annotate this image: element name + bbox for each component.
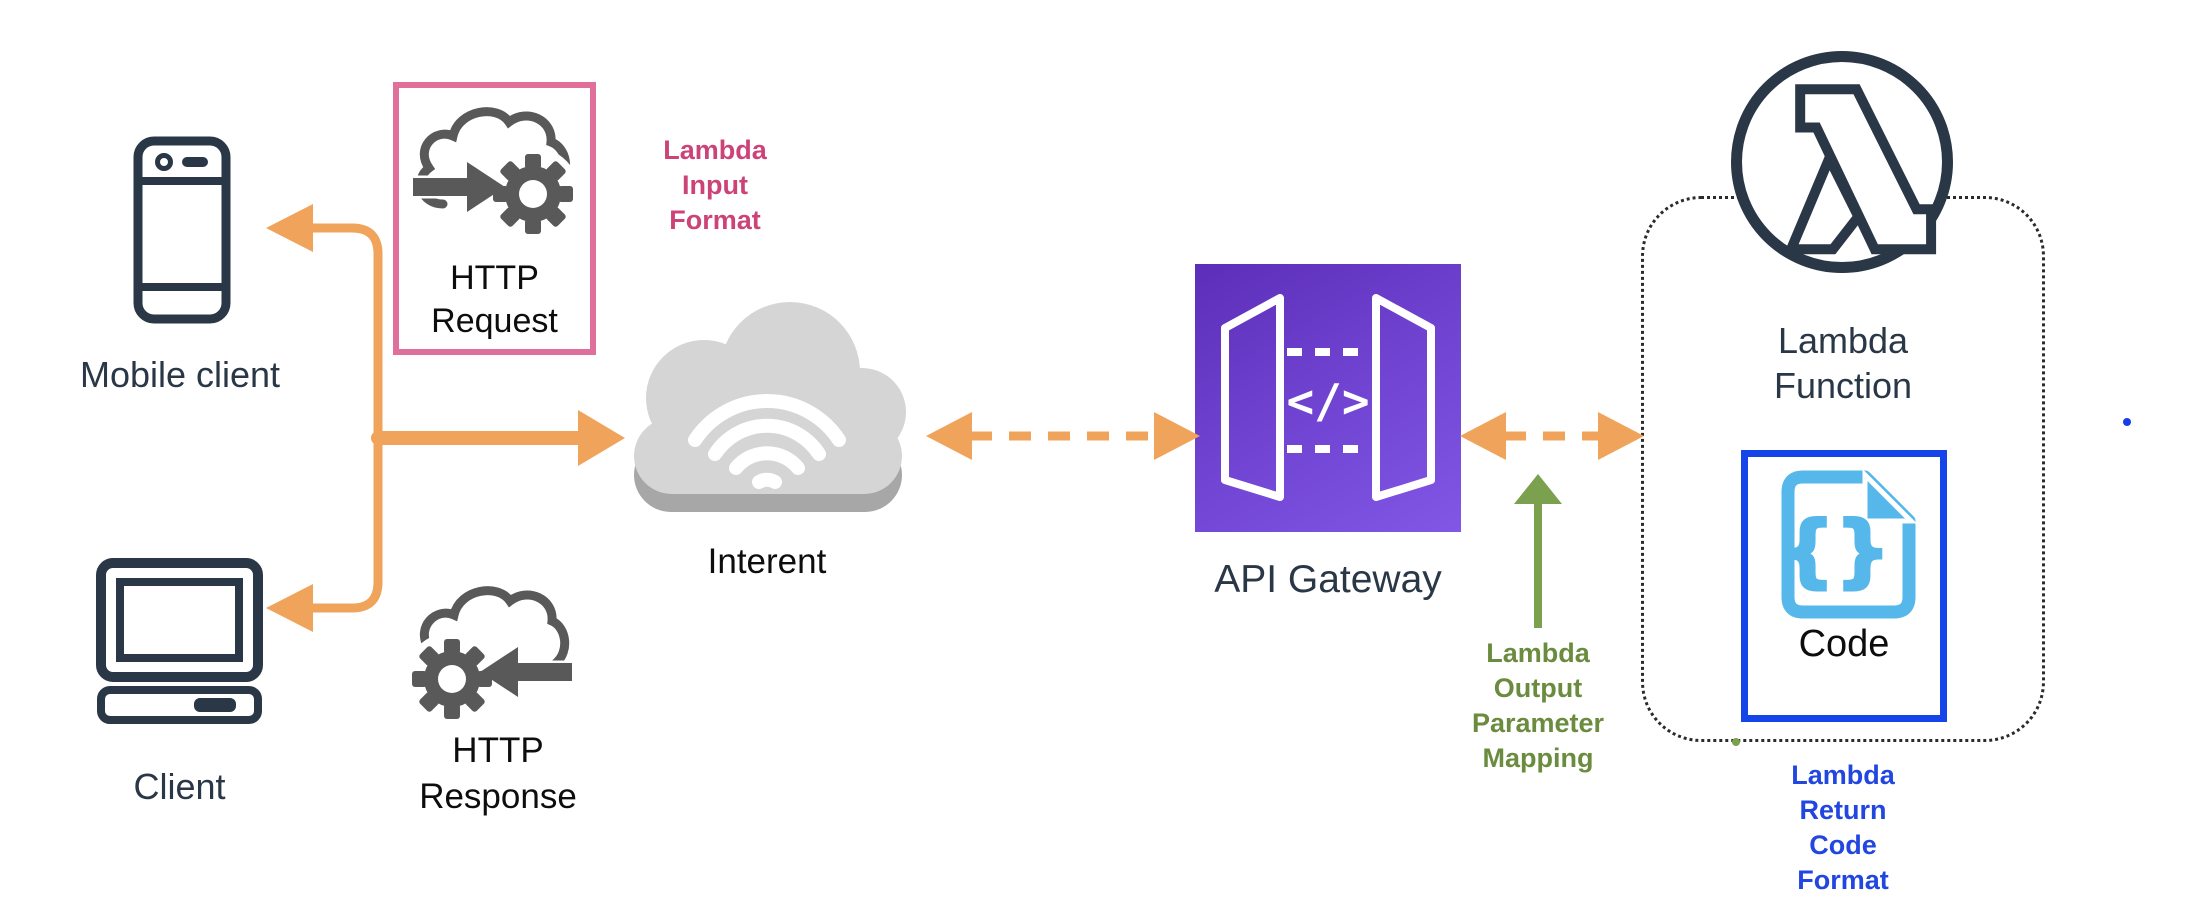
arrowhead-to-internet-left [926,412,972,460]
http-request-icon [405,92,585,255]
client-computer-icon [92,556,267,726]
svg-text:{}: {} [1779,506,1890,596]
internet-label: Interent [707,542,827,581]
arrowhead-to-apigateway [1154,412,1200,460]
code-box: {} Code [1741,450,1947,722]
arrowhead-to-client [266,584,313,632]
stray-blue-dot [2123,418,2131,426]
mobile-phone-icon [132,135,232,325]
http-request-label: HTTP Request [431,259,558,340]
arrowhead-green-up [1514,474,1562,504]
lambda-return-code-format-annotation: Lambda Return Code Format [1791,760,1895,896]
arrowhead-to-apigateway-right [1460,412,1506,460]
code-file-icon: {} [1769,467,1919,627]
api-gateway-icon: </> [1195,264,1461,532]
http-response-icon [400,575,580,733]
arrowhead-to-lambda [1598,412,1644,460]
internet-to-clients-arrow-path [307,223,383,613]
lambda-icon [1731,51,1953,273]
lambda-input-format-annotation: Lambda Input Format [663,135,767,236]
client-label: Client [133,766,226,807]
lambda-function-label: Lambda Function [1773,320,1913,406]
api-gateway-label: API Gateway [1214,558,1442,601]
svg-text:</>: </> [1286,374,1369,428]
http-response-label: HTTP Response [419,731,577,816]
code-label: Code [1798,623,1890,665]
internet-cloud-icon [612,280,922,530]
mobile-client-label: Mobile client [79,354,281,395]
http-request-box: HTTP Request [393,82,596,355]
lambda-output-parameter-mapping-annotation: Lambda Output Parameter Mapping [1471,638,1605,774]
arrowhead-to-mobile-client [266,204,313,252]
